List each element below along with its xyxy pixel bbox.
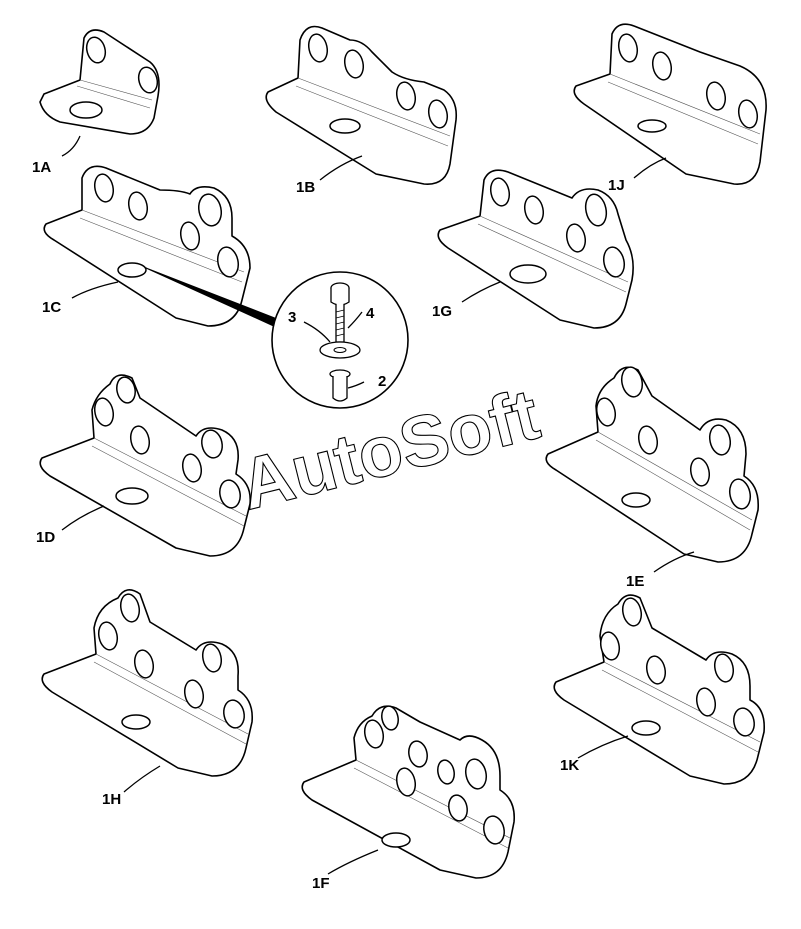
watermark: AutoSoft [233, 374, 547, 525]
label-1C: 1C [42, 299, 61, 316]
hardware-detail [145, 267, 409, 409]
label-1F: 1F [312, 875, 330, 892]
spacer-2 [329, 369, 351, 402]
label-1H: 1H [102, 791, 121, 808]
label-1D: 1D [36, 529, 55, 546]
bracket-1B [265, 25, 458, 185]
label-3: 3 [288, 309, 296, 326]
label-1K: 1K [560, 757, 579, 774]
label-1E: 1E [626, 573, 644, 590]
bracket-1J [573, 23, 767, 185]
bracket-1C [43, 165, 251, 327]
bracket-1F [301, 705, 516, 879]
bracket-1A [39, 29, 160, 135]
bracket-1D [39, 374, 252, 557]
label-1A: 1A [32, 159, 51, 176]
callout-labels: 1A 1B 1J 1C 1G 1D 1E 1H 1F 1K 2 3 4 [32, 159, 644, 892]
bracket-1E [545, 366, 760, 563]
bracket-1G [437, 169, 634, 329]
label-2: 2 [378, 373, 386, 390]
bracket-1K [553, 594, 766, 785]
label-1G: 1G [432, 303, 452, 320]
leader-lines [61, 135, 695, 875]
bracket-1H [41, 589, 254, 777]
washer-3 [319, 341, 361, 359]
bolt-4 [330, 282, 350, 343]
label-4: 4 [366, 305, 375, 322]
label-1J: 1J [608, 177, 625, 194]
label-1B: 1B [296, 179, 315, 196]
